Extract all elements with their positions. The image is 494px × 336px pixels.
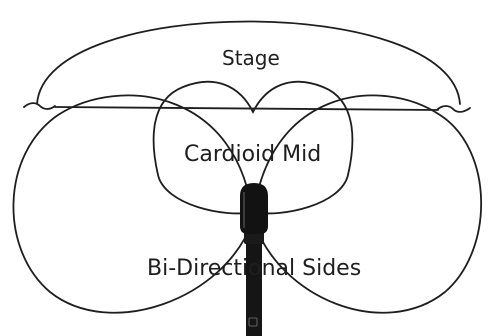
mic-logo: [248, 317, 258, 327]
mic-head: [240, 183, 268, 234]
stage-label: Stage: [222, 46, 280, 70]
bidirectional-left-lobe: [12, 94, 254, 314]
bi-directional-sides-label: Bi-Directional Sides: [147, 256, 362, 281]
microphone-icon: [240, 183, 268, 336]
stage-arch: [36, 20, 461, 105]
stage-curl-left: [23, 102, 56, 110]
stage-floor-line: [54, 106, 439, 111]
cardioid-mid-pattern: [152, 80, 354, 215]
bidirectional-right-lobe: [252, 94, 483, 314]
mic-handle: [246, 240, 262, 336]
stage-curl-right: [437, 105, 471, 113]
cardioid-mid-label: Cardioid Mid: [184, 142, 322, 167]
